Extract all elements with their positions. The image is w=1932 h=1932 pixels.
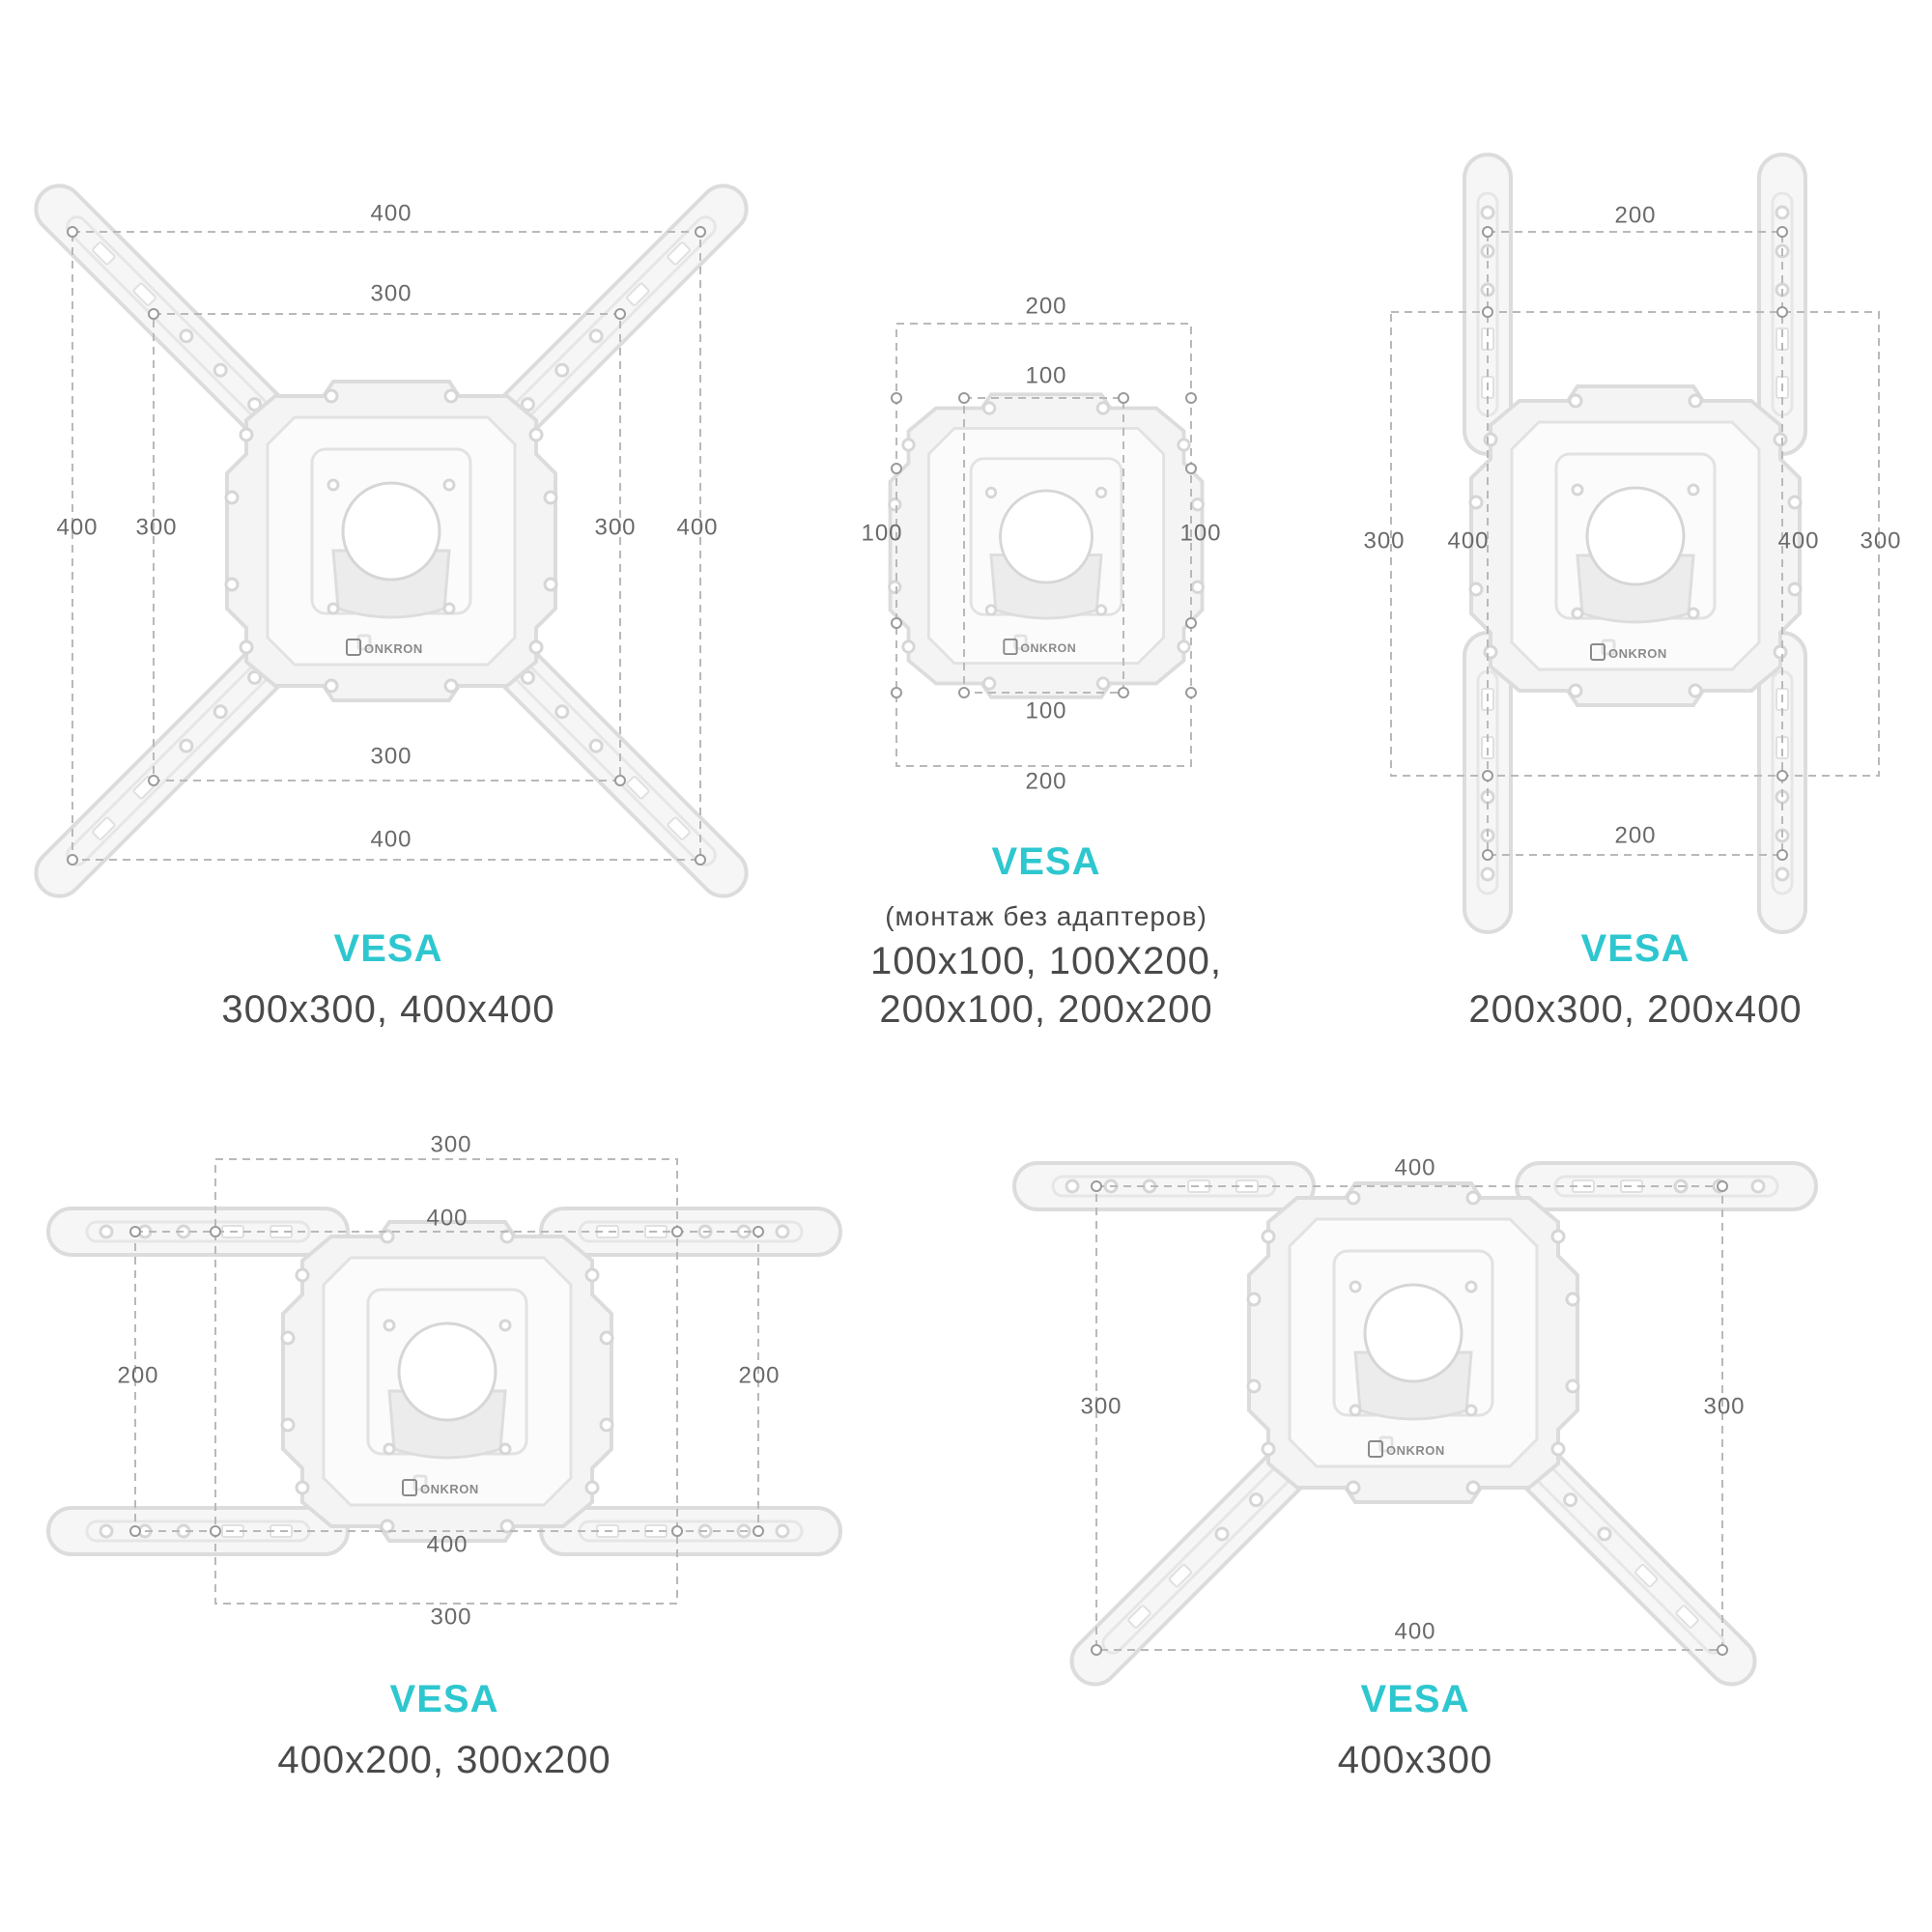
dim-right-outer: 300 bbox=[1860, 527, 1901, 554]
dim-right: 200 bbox=[738, 1362, 780, 1388]
dim-left-outer: 300 bbox=[1363, 527, 1405, 554]
dim-bottom-inner: 100 bbox=[1025, 697, 1066, 724]
dim-right: 300 bbox=[1703, 1393, 1745, 1419]
onkron-logo-icon: ONKRON bbox=[1003, 638, 1076, 655]
dim-right-inner: 300 bbox=[594, 514, 636, 540]
dim-top-inner: 100 bbox=[1025, 362, 1066, 388]
panel-2-bracket: ONKRON 200 100 100 200 100 100 VESA (мон… bbox=[861, 293, 1222, 1031]
dim-bottom: 200 bbox=[1614, 822, 1656, 848]
dim-right-inner: 400 bbox=[1777, 527, 1819, 554]
dim-bottom: 400 bbox=[1394, 1618, 1435, 1644]
dim-top-outer: 200 bbox=[1025, 293, 1066, 319]
dim-right: 100 bbox=[1179, 520, 1221, 546]
dim-top: 200 bbox=[1614, 202, 1656, 228]
onkron-logo-icon: ONKRON bbox=[402, 1479, 479, 1496]
panel-2-sizes-line1: 100x100, 100X200, bbox=[870, 940, 1222, 982]
onkron-logo-icon: ONKRON bbox=[1368, 1440, 1445, 1458]
dim-top-inner: 400 bbox=[426, 1205, 468, 1231]
svg-text:ONKRON: ONKRON bbox=[420, 1482, 479, 1496]
panel-2-title: VESA bbox=[992, 840, 1101, 883]
panel-4-bracket: ONKRON 300 400 400 300 200 200 VESA 400x… bbox=[46, 1131, 842, 1781]
dim-left-inner: 400 bbox=[1447, 527, 1489, 554]
panel-5-bracket: ONKRON 400 400 300 300 VESA 400x300 bbox=[1012, 1154, 1818, 1781]
dim-bottom-outer: 300 bbox=[430, 1604, 471, 1630]
dim-bottom-outer: 400 bbox=[370, 826, 412, 852]
dim-right-outer: 400 bbox=[676, 514, 718, 540]
dim-top-outer: 400 bbox=[370, 200, 412, 226]
dim-top-inner: 300 bbox=[370, 280, 412, 306]
panel-3-title: VESA bbox=[1581, 927, 1690, 970]
panel-1-bracket: ONKRON 400 300 300 400 400 300 300 400 V… bbox=[26, 176, 755, 1031]
dim-left-inner: 300 bbox=[135, 514, 177, 540]
panel-1-sizes: 300x300, 400x400 bbox=[221, 988, 554, 1031]
dim-left: 100 bbox=[861, 520, 902, 546]
svg-text:ONKRON: ONKRON bbox=[364, 641, 423, 656]
panel-5-sizes: 400x300 bbox=[1338, 1739, 1492, 1781]
panel-1-title: VESA bbox=[334, 927, 443, 970]
panel-2-sizes-line2: 200x100, 200x200 bbox=[879, 988, 1212, 1031]
panel-3-bracket: ONKRON 200 200 300 400 400 300 VESA 200x… bbox=[1363, 153, 1901, 1031]
svg-text:ONKRON: ONKRON bbox=[1386, 1443, 1445, 1458]
onkron-logo-icon: ONKRON bbox=[346, 639, 423, 656]
dim-bottom-outer: 200 bbox=[1025, 768, 1066, 794]
svg-text:ONKRON: ONKRON bbox=[1608, 646, 1667, 661]
dim-left: 300 bbox=[1080, 1393, 1122, 1419]
dim-left: 200 bbox=[117, 1362, 158, 1388]
onkron-logo-icon: ONKRON bbox=[1590, 643, 1667, 661]
panel-3-sizes: 200x300, 200x400 bbox=[1468, 988, 1802, 1031]
panel-5-title: VESA bbox=[1361, 1678, 1470, 1720]
svg-text:ONKRON: ONKRON bbox=[1020, 641, 1076, 655]
dim-top-outer: 300 bbox=[430, 1131, 471, 1157]
dim-top: 400 bbox=[1394, 1154, 1435, 1180]
dim-bottom-inner: 400 bbox=[426, 1531, 468, 1557]
dim-bottom-inner: 300 bbox=[370, 743, 412, 769]
panel-4-title: VESA bbox=[390, 1678, 499, 1720]
dim-left-outer: 400 bbox=[56, 514, 98, 540]
panel-2-note: (монтаж без адаптеров) bbox=[885, 901, 1208, 931]
panel-4-sizes: 400x200, 300x200 bbox=[277, 1739, 611, 1781]
